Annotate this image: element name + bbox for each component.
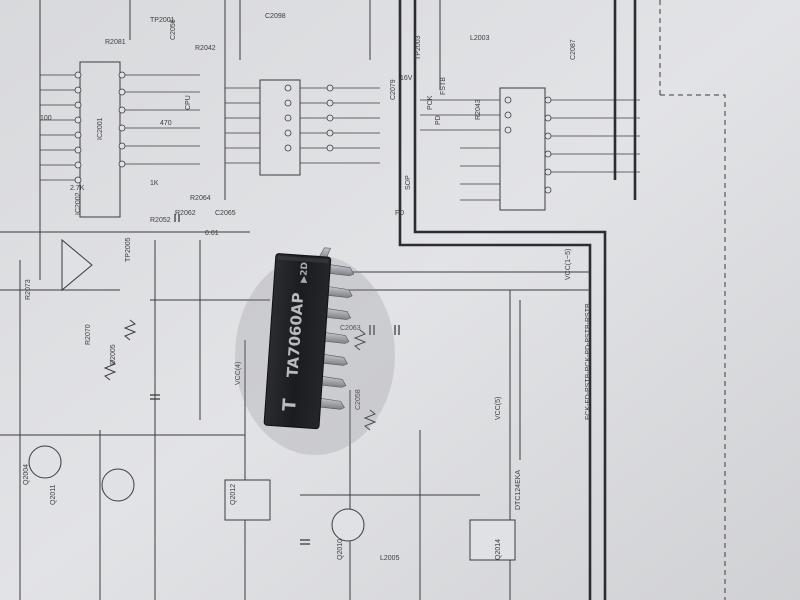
schematic-label: 2.7K <box>70 185 85 192</box>
schematic-label: R2042 <box>195 45 216 52</box>
schematic-label: C2063 <box>340 325 361 332</box>
chip-logo: T <box>279 397 301 411</box>
schematic-wiring <box>0 0 726 600</box>
schematic-label: PCK <box>427 95 434 110</box>
schematic-labels: TP2001R2081C2056TP2003FSTBPDPCKIC2001C20… <box>23 13 592 562</box>
schematic-label: L2005 <box>380 555 400 562</box>
chip-part-number: TA7060AP <box>283 292 307 378</box>
schematic-label: VCC(5) <box>495 397 502 420</box>
schematic-label: Q2012 <box>230 484 237 505</box>
schematic-label: C2065 <box>215 210 236 217</box>
schematic-label: Q2004 <box>23 464 30 485</box>
schematic-label: IC2002 <box>75 192 82 215</box>
schematic-label: 16V <box>400 75 413 82</box>
schematic-label: IC2001 <box>97 117 104 140</box>
schematic-label: R2062 <box>175 210 196 217</box>
schematic-label: TP2003 <box>415 35 422 60</box>
schematic-label: 100 <box>40 115 52 122</box>
schematic-label: C2079 <box>390 79 397 100</box>
schematic-label: VCC(4) <box>235 362 242 385</box>
schematic-label: R2073 <box>25 279 32 300</box>
schematic-label: R2081 <box>105 39 126 46</box>
schematic-label: D2005 <box>110 344 117 365</box>
schematic-label: R2043 <box>475 99 482 120</box>
schematic-label: Q2011 <box>50 484 57 505</box>
schematic-label: R2070 <box>85 324 92 345</box>
schematic-label: 0.01 <box>205 230 219 237</box>
schematic-label: L2003 <box>470 35 490 42</box>
schematic-label: FCK-FD-PSTB-PCK-PD-PSTB-RSTB <box>585 303 592 420</box>
schematic-label: Q2014 <box>495 539 502 560</box>
schematic-label: Q2010 <box>337 539 344 560</box>
ic-chip: T TA7060AP ▶2D <box>263 253 332 430</box>
schematic-label: VCC(1~5) <box>565 249 572 280</box>
schematic-label: TP2001 <box>150 17 175 24</box>
schematic-label: CPU <box>185 95 192 110</box>
schematic-label: TP2005 <box>125 237 132 262</box>
schematic-label: C2056 <box>170 19 177 40</box>
schematic-label: C2087 <box>570 39 577 60</box>
schematic-label: PD <box>435 115 442 125</box>
schematic-label: R2052 <box>150 217 171 224</box>
chip-leads <box>315 247 355 410</box>
schematic-label: R2064 <box>190 195 211 202</box>
schematic-label: DTC124EKA <box>515 470 522 510</box>
schematic-label: 1K <box>150 180 159 187</box>
schematic-label: SOP <box>405 175 412 190</box>
schematic-label: FD <box>395 210 404 217</box>
schematic-label: FSTB <box>440 77 447 95</box>
schematic-label: C2058 <box>355 389 362 410</box>
chip-lot-code: ▶2D <box>299 262 310 283</box>
schematic-label: C2098 <box>265 13 286 20</box>
schematic-label: 470 <box>160 120 172 127</box>
